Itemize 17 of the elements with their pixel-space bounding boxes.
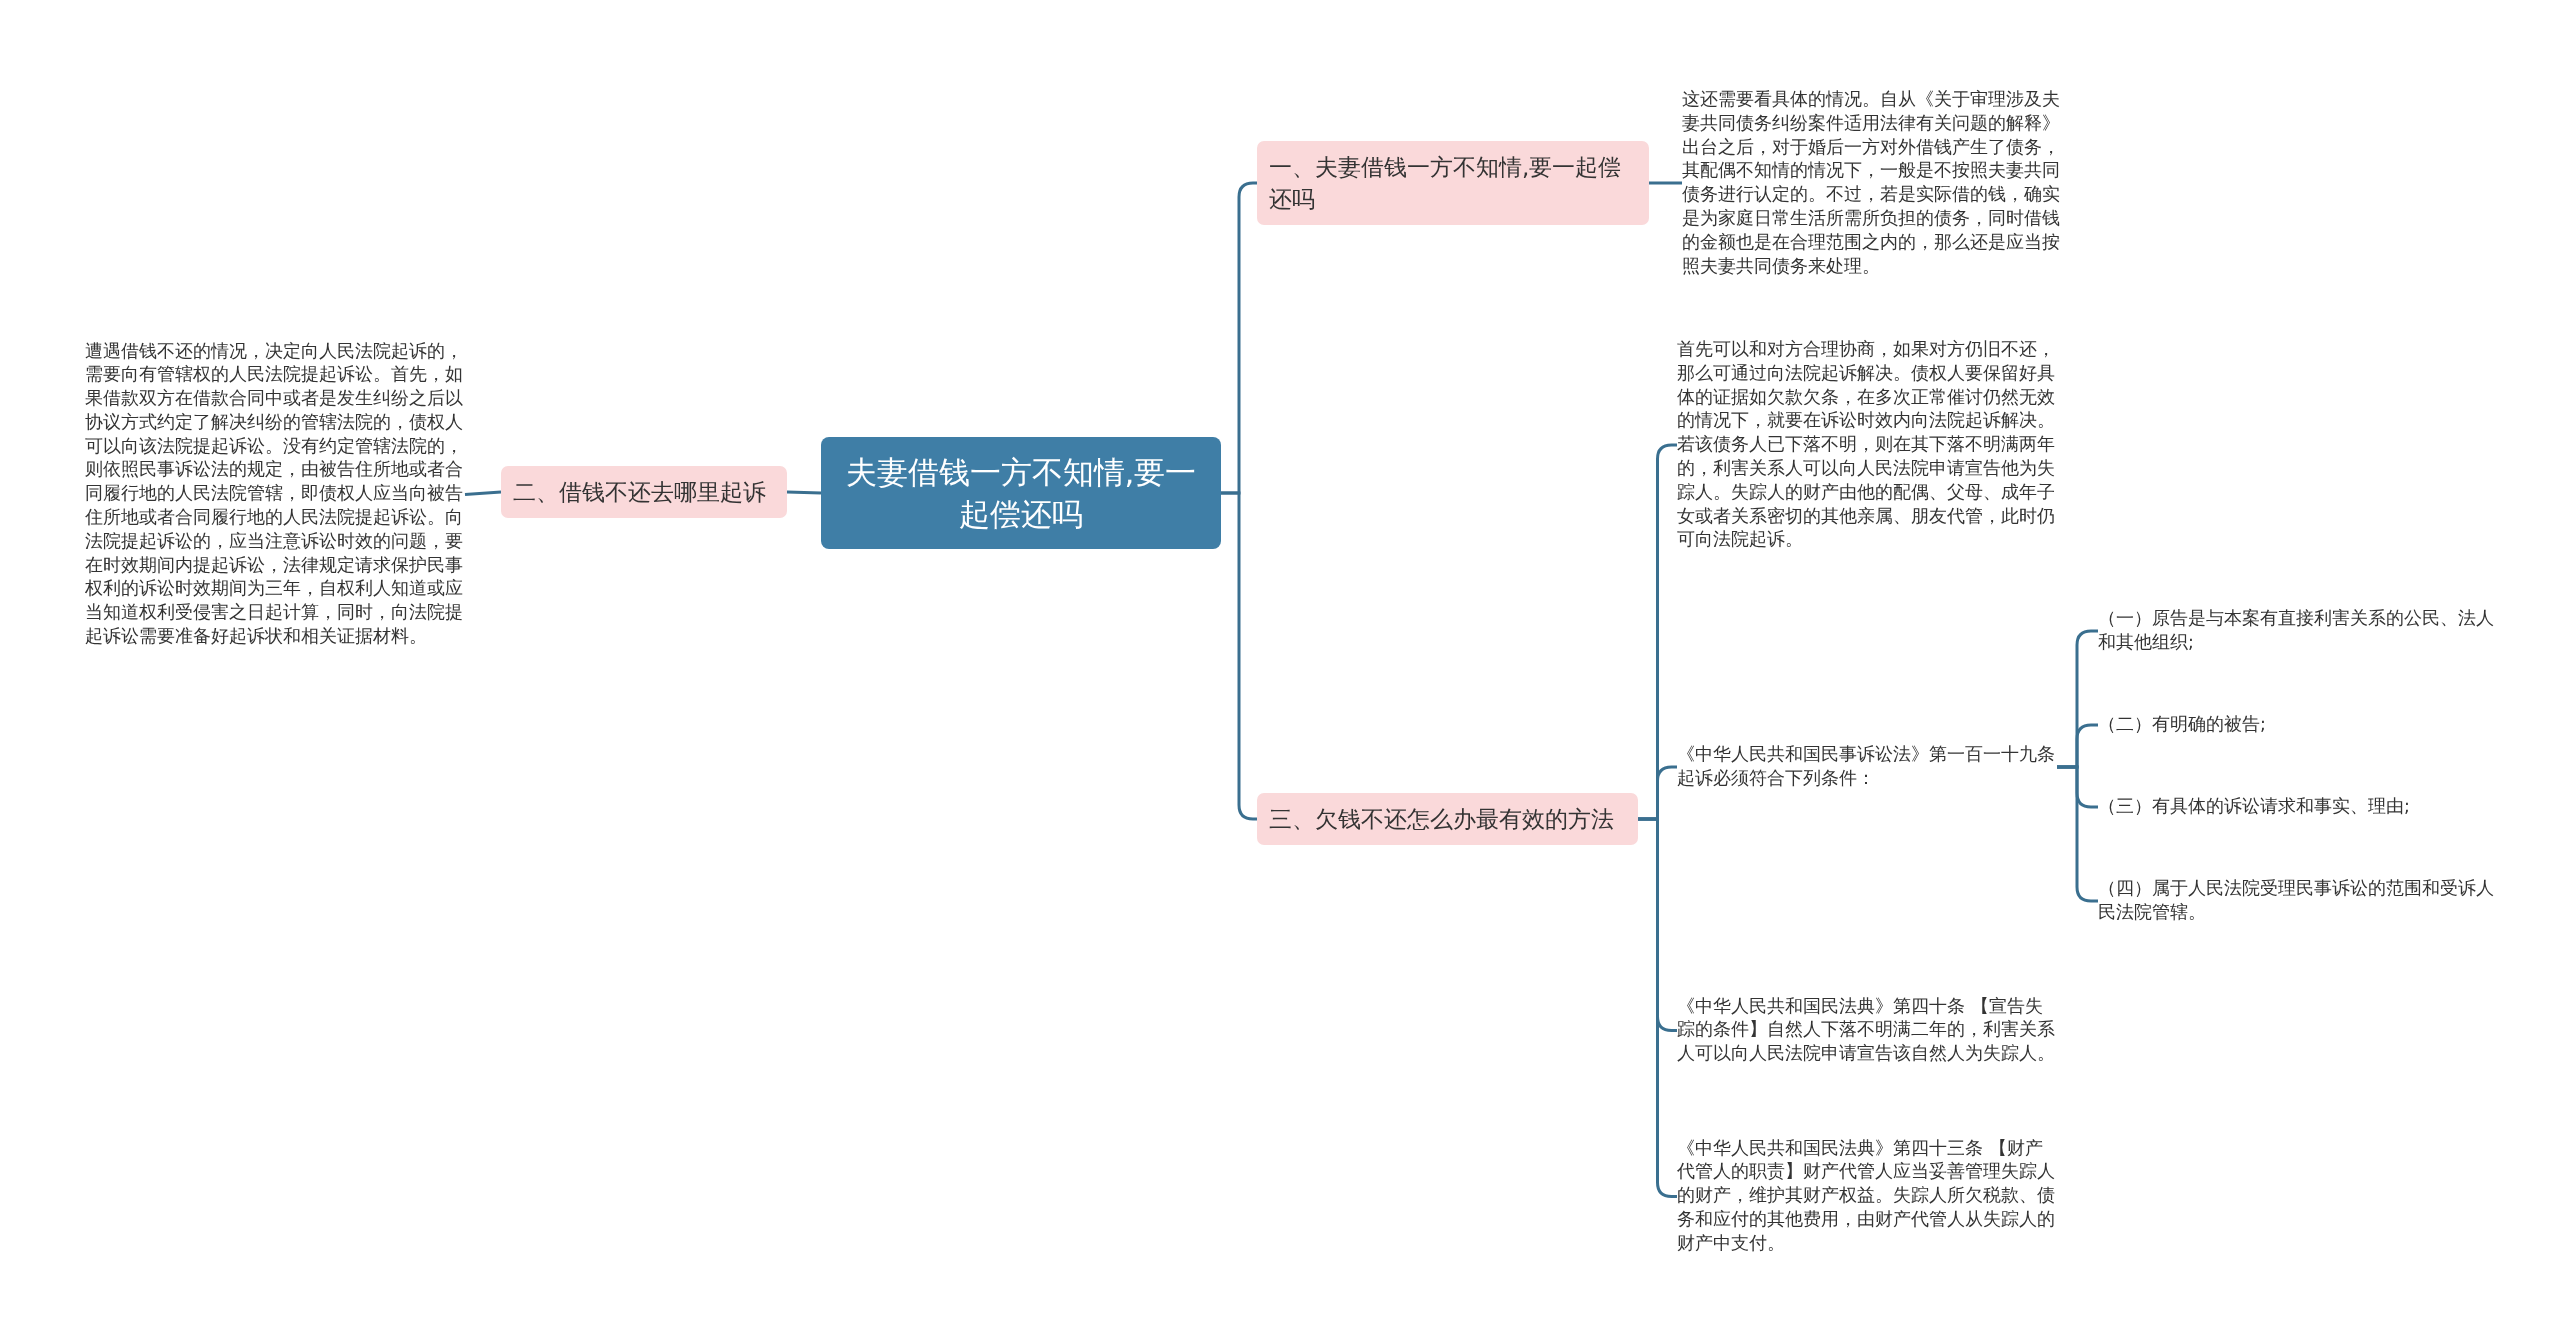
connector-line [786,490,822,495]
connector-line [464,490,502,496]
note-text: 《中华人民共和国民事诉讼法》第一百一十九条起诉必须符合下列条件： [1677,743,2057,791]
note-text: 这还需要看具体的情况。自从《关于审理涉及夫妻共同债务纠纷案件适用法律有关问题的解释》出台之后，对于婚后一方对外借钱产生了债务，其配偶不知情的情况下，一般是不按照夫妻共同债务进行认定的。不过，若是实际借的钱，确实是为家庭日常生活所需所负担的债务，同时借钱的金额也是在合理范围之内的，那么还是应当按照夫妻共同债务来处理。 [1682,88,2077,279]
note-text: 首先可以和对方合理协商，如果对方仍旧不还，那么可通过向法院起诉解决。债权人要保留好具体的证据如欠款欠条，在多次正常催讨仍然无效的情况下，就要在诉讼时效内向法院起诉解决。若该债务人已下落不明，则在其下落不明满两年的，利害关系人可以向人民法院申请宣告他为失踪人。失踪人的财产由他的配偶、父母、成年子女或者关系密切的其他亲属、朋友代管，此时仍可向法院起诉。 [1677,338,2057,553]
note-text: （四）属于人民法院受理民事诉讼的范围和受诉人民法院管辖。 [2098,877,2498,925]
note-text: 遭遇借钱不还的情况，决定向人民法院起诉的，需要向有管辖权的人民法院提起诉讼。首先，如果借款双方在借款合同中或者是发生纠纷之后以协议方式约定了解决纠纷的管辖法院的，债权人可以向该法院提起诉讼。没有约定管辖法院的，则依照民事诉讼法的规定，由被告住所地或者合同履行地的人民法院管辖，即债权人应当向被告住所地或者合同履行地的人民法院提起诉讼。向法院提起诉讼的，应当注意诉讼时效的问题，要在时效期间内提起诉讼，法律规定请求保护民事权利的诉讼时效期间为三年，自权利人知道或应当知道权利受侵害之日起计算，同时，向法院提起诉讼需要准备好起诉状和相关证据材料。 [85,339,465,649]
note-text: 《中华人民共和国民法典》第四十三条 【财产代管人的职责】财产代管人应当妥善管理失踪人的财产，维护其财产权益。失踪人所欠税款、债务和应付的其他费用，由财产代管人从失踪人的财产中支付。 [1677,1136,2057,1256]
topic-box: 三、欠钱不还怎么办最有效的方法 [1257,793,1638,845]
note-text: （一）原告是与本案有直接利害关系的公民、法人和其他组织; [2098,607,2498,655]
topic-box: 二、借钱不还去哪里起诉 [501,466,787,518]
note-text: （三）有具体的诉讼请求和事实、理由; [2098,795,2498,819]
topic-box: 一、夫妻借钱一方不知情,要一起偿还吗 [1257,141,1649,225]
note-text: （二）有明确的被告; [2098,713,2498,737]
note-text: 《中华人民共和国民法典》第四十条 【宣告失踪的条件】自然人下落不明满二年的，利害关系人可以向人民法院申请宣告该自然人为失踪人。 [1677,994,2057,1066]
connector-line [1649,181,1682,185]
central-topic-box: 夫妻借钱一方不知情,要一起偿还吗 [821,437,1221,549]
